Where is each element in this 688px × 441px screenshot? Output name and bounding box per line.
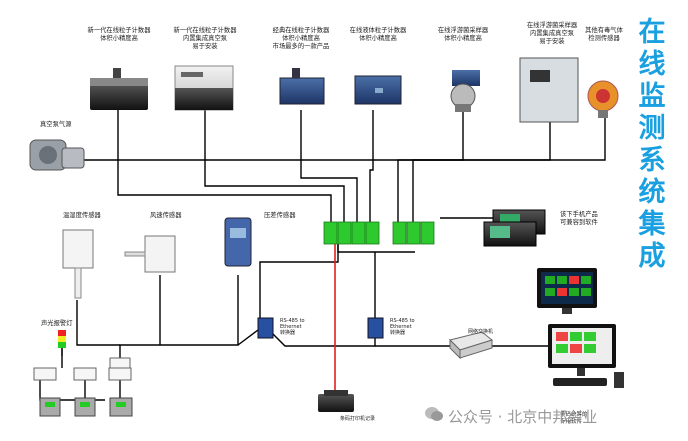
title-char-1: 在 [638,17,666,48]
computer [548,324,624,388]
label-particle-counter-1: 新一代在线粒子计数器 体积小精度高 [87,27,151,42]
microbial-sampler-2 [519,57,579,123]
particle-counter-1 [90,68,148,110]
label-particle-counter-3: 经典在线粒子计数器 体积小精度高 市场最多的一款产品 [272,27,330,50]
title-char-5: 系 [638,145,666,176]
title-char-7: 集 [638,209,666,240]
io-modules [323,221,435,245]
label-converter-2: RS-485 to Ethernet 转换器 [390,318,415,336]
label-gas-sensor: 其他有毒气体 检测传感器 [585,27,623,42]
label-microbial-sampler-1: 在线浮游菌采样器 体积小精度高 [437,27,489,42]
alarm-light [58,330,66,356]
wind-sensor [124,235,176,273]
label-switch: 网络交换机 [468,329,494,335]
title-char-4: 测 [638,113,666,144]
converter-2 [367,317,384,339]
gas-sensor [587,80,619,118]
particle-counter-2 [174,65,234,111]
label-microbial-sampler-2: 在线浮游菌采样器 内置集成真空泵 易于安装 [526,22,578,45]
title-char-8: 成 [638,241,666,272]
converter-1 [257,317,274,339]
terminal-modules [39,397,133,417]
network-switch [449,331,494,360]
label-wind-sensor: 风速传感器 [150,212,182,219]
relay-boxes [33,357,132,381]
label-converter-1: RS-485 to Ethernet 转换器 [280,318,305,336]
label-humidity-sensor: 温湿度传感器 [63,212,101,219]
vacuum-pump [29,139,85,171]
label-alarm-light: 声光报警灯 [41,320,73,327]
label-handheld: 该下手机产品 可兼容到软件 [560,211,598,226]
label-vacuum-pump: 真空泵气源 [40,121,72,128]
pressure-sensor [224,217,252,267]
humidity-sensor [62,229,94,299]
label-liquid-particle-counter: 在线液体粒子计数器 体积小精度高 [349,27,407,42]
label-software: 条码统筹的 专用软件 [560,412,588,425]
title-char-3: 监 [638,81,666,112]
label-particle-counter-2: 新一代在线粒子计数器 内置集成真空泵 易于安装 [173,27,237,50]
liquid-particle-counter [354,75,402,105]
title-char-6: 统 [638,177,666,208]
printer [318,390,354,412]
handheld-counter [483,209,546,247]
label-pressure-sensor: 压差传感器 [264,212,296,219]
label-printer: 条码打印机记录 [340,416,376,422]
monitor-top [537,268,597,314]
wechat-icon [425,407,443,421]
particle-counter-3 [279,68,325,105]
microbial-sampler-1 [450,70,480,112]
watermark: 公众号 · 北京中邦兴业 [448,408,598,426]
title-char-2: 线 [638,49,666,80]
